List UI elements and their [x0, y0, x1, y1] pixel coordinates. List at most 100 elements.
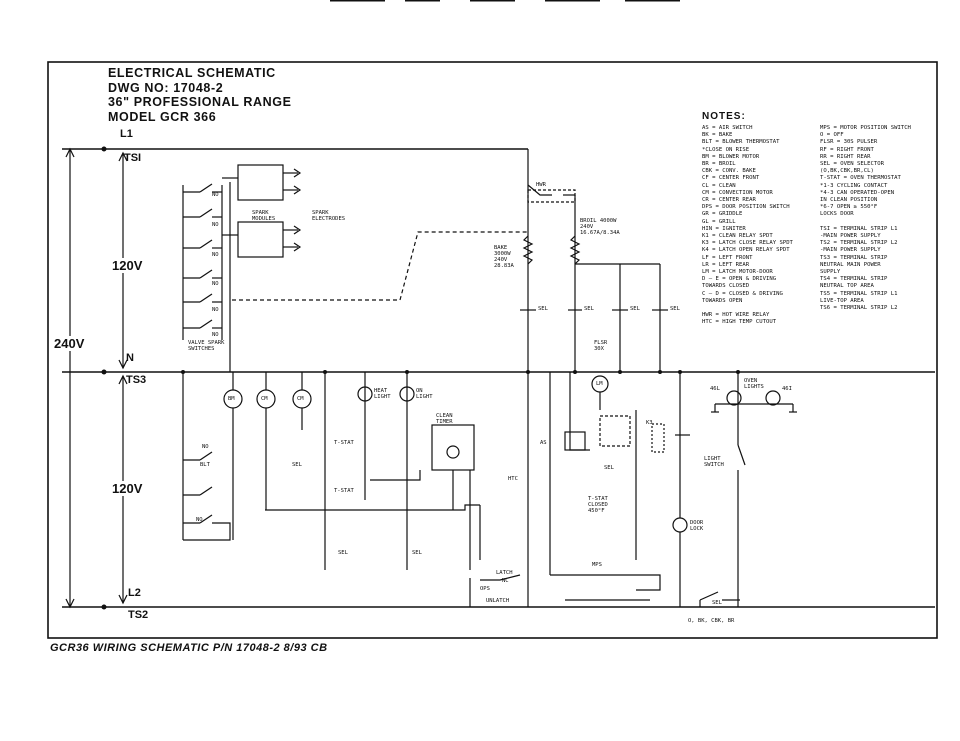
note-line: *CLOSE ON RISE: [702, 146, 750, 153]
note-line: BLT = BLOWER THERMOSTAT: [702, 139, 780, 146]
label-46l: 46L: [710, 386, 720, 392]
label-as: AS: [540, 440, 547, 446]
label-no-6: NO: [212, 332, 219, 338]
label-no-4: NO: [212, 281, 219, 287]
label-l1: L1: [120, 128, 133, 140]
note-line: SEL = OVEN SELECTOR: [820, 161, 884, 168]
label-valve-spark-switches: VALVE SPARK SWITCHES: [188, 340, 225, 352]
note-line: (O,BK,CBK,BR,CL): [820, 168, 874, 175]
label-no-1: NO: [212, 192, 219, 198]
note-line: GR = GRIDDLE: [702, 211, 743, 218]
label-mps: MPS: [592, 562, 602, 568]
note-line: DPS = DOOR POSITION SWITCH: [702, 204, 790, 211]
label-lm: LM: [596, 381, 603, 387]
note-line: MPS = MOTOR POSITION SWITCH: [820, 125, 911, 131]
label-cm-1: CM: [261, 396, 268, 402]
note-line: LIVE-TOP AREA: [820, 297, 864, 304]
note-line: RF = RIGHT FRONT: [820, 146, 874, 153]
label-no-8: NO: [196, 517, 203, 523]
note-line: TS3 = TERMINAL STRIP: [820, 254, 888, 261]
note-line: HIN = IGNITER: [702, 225, 746, 232]
note-line: GL = GRILL: [702, 218, 736, 225]
label-light-switch: LIGHT SWITCH: [704, 456, 724, 468]
label-tstat-1: T-STAT: [334, 440, 354, 446]
label-door-lock: DOOR LOCK: [690, 520, 704, 532]
note-line: *6-7 OPEN ≥ 550°F: [820, 204, 878, 211]
valve-spark-switches: [183, 183, 222, 329]
oven-light-1: [726, 390, 742, 406]
label-no-7: NO: [202, 444, 209, 450]
label-sel-8: SEL: [670, 306, 680, 312]
label-tstat-2: T-STAT: [334, 488, 354, 494]
note-line: T-STAT = OVEN THERMOSTAT: [820, 175, 901, 182]
note-line: [820, 219, 911, 226]
note-line: IN CLEAN POSITION: [820, 197, 878, 204]
note-line: CF = CENTER FRONT: [702, 175, 760, 182]
label-n: N: [126, 352, 134, 364]
note-line: NEUTRAL MAIN POWER: [820, 261, 881, 268]
label-tstat-closed: T-STAT CLOSED 450°F: [588, 496, 608, 514]
label-broil-element: BROIL 4000W 240V 16.67A/8.34A: [580, 218, 620, 236]
label-heat-light: HEAT LIGHT: [374, 388, 391, 400]
label-46i: 46I: [782, 386, 792, 392]
label-oven-lights: OVEN LIGHTS: [744, 378, 764, 390]
note-line: TOWARDS OPEN: [702, 297, 743, 304]
note-line: CM = CONVECTION MOTOR: [702, 189, 773, 196]
label-ts1: TSI: [124, 152, 142, 164]
note-line: CBK = CONV. BAKE: [702, 168, 756, 175]
label-flsr: FLSR 30X: [594, 340, 608, 352]
note-line: LM = LATCH MOTOR-DOOR: [702, 269, 773, 276]
label-clean-timer: CLEAN TIMER: [436, 413, 453, 425]
note-line: TOWARDS CLOSED: [702, 283, 750, 290]
label-sel-6: SEL: [584, 306, 594, 312]
label-ts3: TS3: [126, 374, 147, 386]
label-spark-modules: SPARK MODULES: [252, 210, 276, 222]
note-line: BK = BAKE: [702, 132, 733, 139]
label-latch: LATCH: [496, 570, 513, 576]
note-line: K4 = LATCH OPEN RELAY SPDT: [702, 247, 790, 254]
note-line: CL = CLEAN: [702, 182, 736, 189]
note-line: TS6 = TERMINAL STRIP L2: [820, 305, 898, 312]
note-line: HWR = HOT WIRE RELAY: [702, 312, 770, 319]
note-line: HTC = HIGH TEMP CUTOUT: [702, 319, 777, 326]
note-line: AS = AIR SWITCH: [702, 125, 753, 131]
label-sel-4: SEL: [604, 465, 614, 471]
note-line: FLSR = 30S PULSER: [820, 139, 878, 146]
label-no-3: NO: [212, 252, 219, 258]
label-sel-7: SEL: [630, 306, 640, 312]
note-line: D — E = OPEN & DRIVING: [702, 276, 777, 283]
note-line: LR = LEFT REAR: [702, 261, 750, 268]
note-line: TS5 = TERMINAL STRIP L1: [820, 290, 898, 297]
clean-timer-box: [431, 424, 475, 471]
note-line: NEUTRAL TOP AREA: [820, 283, 874, 290]
label-ts2: TS2: [128, 609, 149, 621]
label-sel-2: SEL: [338, 550, 348, 556]
notes-header: NOTES:: [702, 111, 746, 122]
note-line: LOCKS DOOR: [820, 211, 854, 218]
label-sel-1: SEL: [292, 462, 302, 468]
note-line: RR = RIGHT REAR: [820, 153, 871, 160]
drawing-footer: GCR36 WIRING SCHEMATIC P/N 17048-2 8/93 …: [50, 642, 328, 654]
note-line: SUPPLY: [820, 269, 841, 276]
label-blt: BLT: [200, 462, 210, 468]
label-spark-electrodes: SPARK ELECTRODES: [312, 210, 346, 222]
label-sel-9: SEL: [712, 600, 722, 606]
label-sel-3: SEL: [412, 550, 422, 556]
title-line-2: DWG NO: 17048-2: [108, 80, 224, 95]
label-bake-element: BAKE 3000W 240V 28.83A: [494, 245, 514, 269]
note-line: TSI = TERMINAL STRIP L1: [820, 225, 898, 232]
label-sel-bottom: O, BK, CBK, BR: [688, 618, 735, 624]
note-line: [702, 305, 793, 312]
drawing-border: [47, 61, 938, 639]
spark-module-1: [237, 164, 284, 201]
label-k3: K3: [646, 420, 653, 426]
title-line-1: ELECTRICAL SCHEMATIC: [108, 66, 276, 80]
label-sel-5: SEL: [538, 306, 548, 312]
label-cm-2: CM: [297, 396, 304, 402]
note-line: CR = CENTER REAR: [702, 197, 756, 204]
note-line: *1-3 CYCLING CONTACT: [820, 182, 888, 189]
